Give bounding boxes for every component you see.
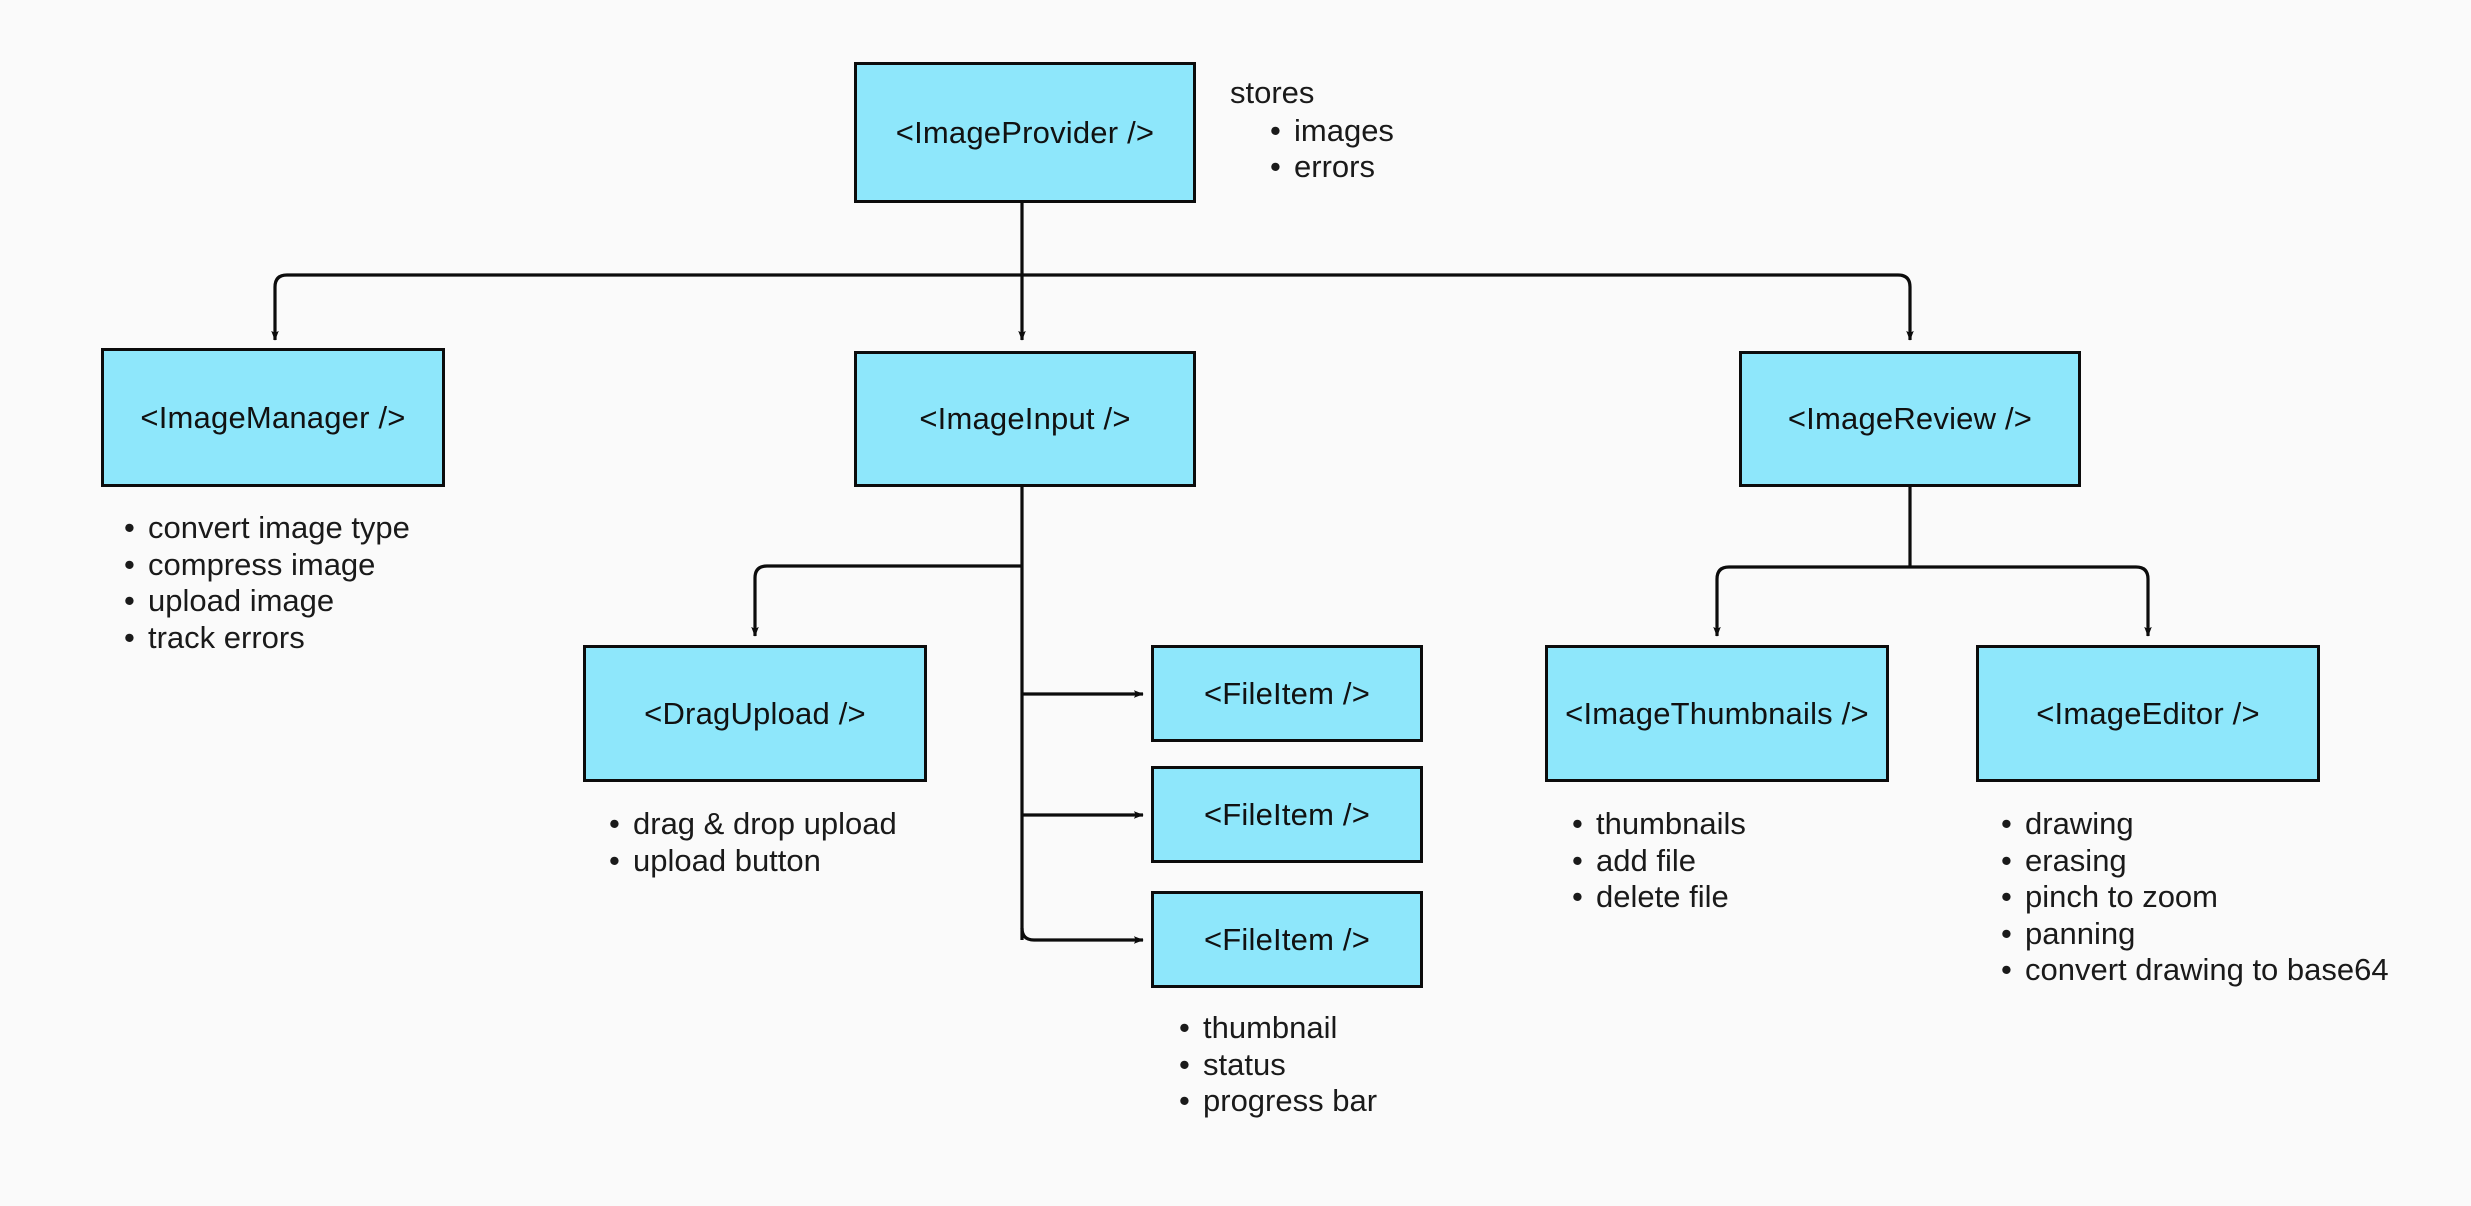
node-image-manager[interactable]: <ImageManager /> [101, 348, 445, 487]
note-provider-stores: stores images errors [1230, 75, 1394, 186]
list-item: status [1170, 1047, 1377, 1084]
list-item: convert drawing to base64 [1992, 952, 2389, 989]
list-item: drag & drop upload [600, 806, 897, 843]
node-drag-upload-label: <DragUpload /> [644, 695, 866, 731]
list-item: panning [1992, 916, 2389, 953]
list-item: upload image [115, 583, 410, 620]
edge-image-review-to-image-thumbnails [1713, 565, 1910, 637]
list-item: pinch to zoom [1992, 879, 2389, 916]
list-item: delete file [1563, 879, 1746, 916]
note-file-item-list: thumbnail status progress bar [1170, 1010, 1377, 1120]
list-item: errors [1261, 149, 1394, 186]
list-item: add file [1563, 843, 1746, 880]
node-file-item-1[interactable]: <FileItem /> [1151, 645, 1423, 742]
node-image-review[interactable]: <ImageReview /> [1739, 351, 2081, 487]
list-item: thumbnails [1563, 806, 1746, 843]
list-item: drawing [1992, 806, 2389, 843]
list-item: convert image type [115, 510, 410, 547]
node-file-item-1-label: <FileItem /> [1203, 675, 1371, 711]
note-file-item-features: thumbnail status progress bar [1170, 1010, 1377, 1120]
node-image-editor[interactable]: <ImageEditor /> [1976, 645, 2320, 782]
list-item: images [1261, 113, 1394, 150]
node-image-provider[interactable]: <ImageProvider /> [854, 62, 1196, 203]
node-file-item-2-label: <FileItem /> [1203, 796, 1371, 832]
note-drag-upload-list: drag & drop upload upload button [600, 806, 897, 879]
node-image-review-label: <ImageReview /> [1787, 401, 2033, 436]
note-provider-stores-title: stores [1230, 75, 1315, 110]
edge-image-review-to-image-editor [1910, 565, 2152, 637]
node-image-editor-label: <ImageEditor /> [2036, 695, 2260, 731]
node-image-thumbnails[interactable]: <ImageThumbnails /> [1545, 645, 1889, 782]
list-item: track errors [115, 620, 410, 657]
list-item: progress bar [1170, 1083, 1377, 1120]
edge-image-input-to-drag-upload [751, 564, 1022, 637]
node-image-provider-label: <ImageProvider /> [895, 114, 1155, 150]
node-image-input[interactable]: <ImageInput /> [854, 351, 1196, 487]
note-image-editor-list: drawing erasing pinch to zoom panning co… [1992, 806, 2389, 989]
node-image-thumbnails-label: <ImageThumbnails /> [1565, 695, 1869, 731]
list-item: erasing [1992, 843, 2389, 880]
node-file-item-3-label: <FileItem /> [1203, 921, 1371, 957]
node-drag-upload[interactable]: <DragUpload /> [583, 645, 927, 782]
node-file-item-3[interactable]: <FileItem /> [1151, 891, 1423, 988]
node-image-manager-label: <ImageManager /> [140, 399, 406, 435]
edge-provider-to-image-review [1022, 273, 1914, 341]
edge-provider-to-image-manager [271, 273, 1022, 341]
note-image-manager-list: convert image type compress image upload… [115, 510, 410, 656]
node-file-item-2[interactable]: <FileItem /> [1151, 766, 1423, 863]
list-item: thumbnail [1170, 1010, 1377, 1047]
list-item: compress image [115, 547, 410, 584]
note-image-thumbnails-list: thumbnails add file delete file [1563, 806, 1746, 916]
note-drag-upload-features: drag & drop upload upload button [600, 806, 897, 879]
note-image-editor-features: drawing erasing pinch to zoom panning co… [1992, 806, 2389, 989]
node-image-input-label: <ImageInput /> [919, 401, 1131, 436]
note-image-manager-features: convert image type compress image upload… [115, 510, 410, 656]
edge-image-input-to-file-item-3 [1020, 927, 1144, 944]
list-item: upload button [600, 843, 897, 880]
note-provider-stores-list: images errors [1261, 113, 1394, 186]
note-image-thumbnails-features: thumbnails add file delete file [1563, 806, 1746, 916]
